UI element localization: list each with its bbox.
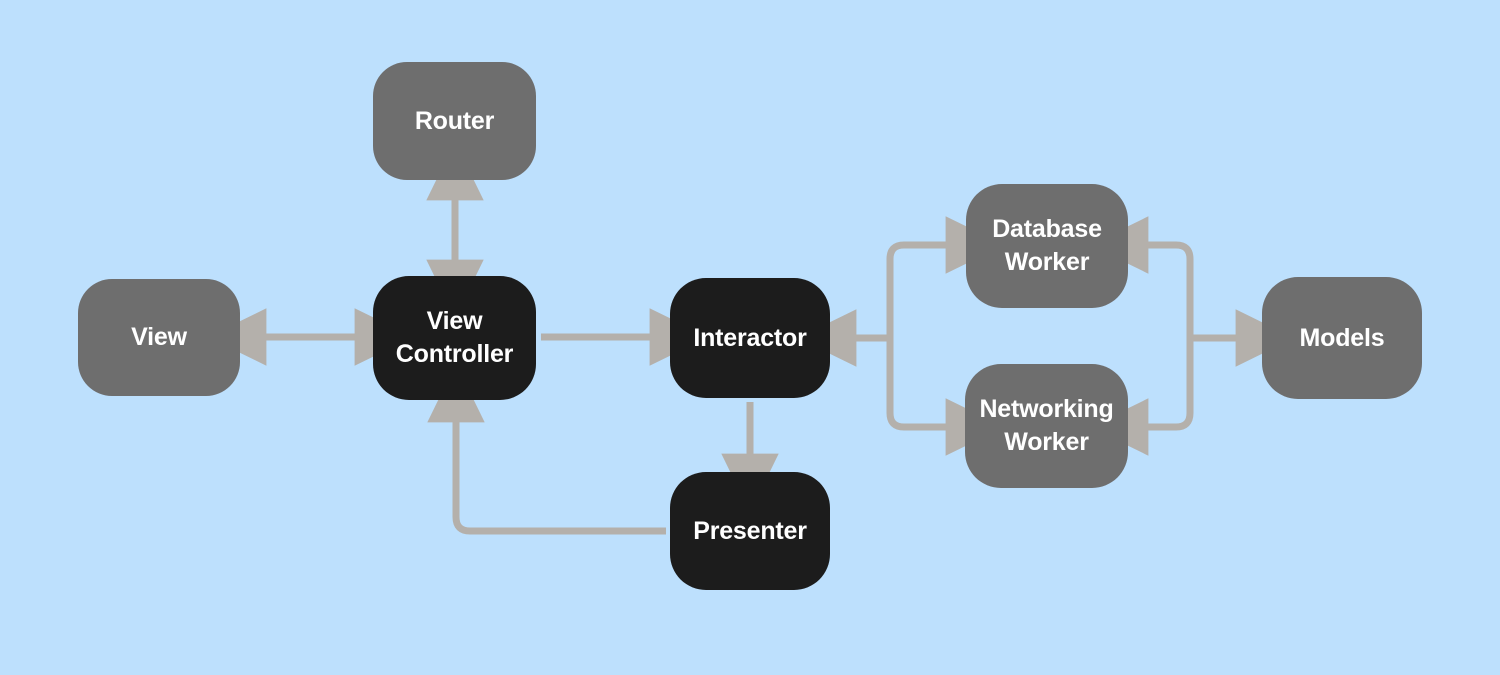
node-interactor[interactable]: Interactor	[670, 278, 830, 398]
connector-presenter-viewcontroller	[427, 363, 666, 535]
node-presenter-label: Presenter	[693, 516, 807, 545]
connector-workers-interactor	[797, 216, 1005, 456]
node-view-label: View	[131, 323, 187, 351]
node-interactor-label: Interactor	[693, 323, 807, 352]
node-models[interactable]: Models	[1262, 277, 1422, 399]
node-view-controller-label: View Controller	[395, 307, 514, 368]
node-database-worker[interactable]: Database Worker	[966, 184, 1128, 308]
node-database-worker-label: Database Worker	[992, 215, 1102, 276]
node-networking-worker[interactable]: Networking Worker	[965, 364, 1128, 488]
node-networking-worker-label: Networking Worker	[979, 395, 1114, 456]
connector-workers-models	[1089, 216, 1295, 456]
node-router[interactable]: Router	[373, 62, 536, 180]
node-router-label: Router	[414, 106, 495, 135]
node-view-controller[interactable]: View Controller	[373, 276, 536, 400]
node-models-label: Models	[1299, 323, 1385, 352]
node-presenter[interactable]: Presenter	[670, 472, 830, 590]
node-view[interactable]: View	[78, 279, 240, 396]
